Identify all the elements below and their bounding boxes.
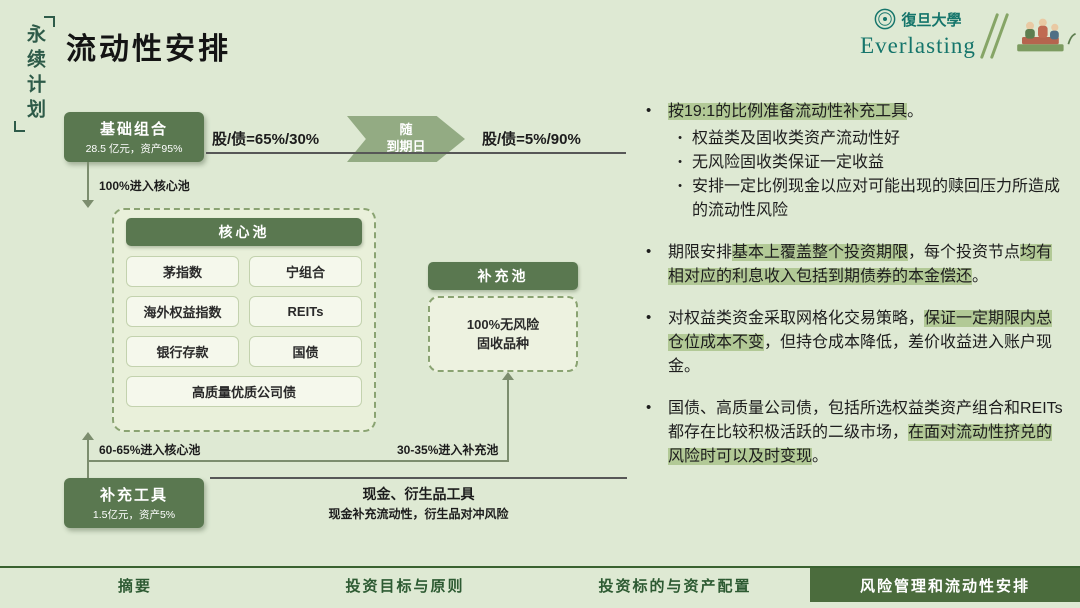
university-name: 復旦大學 (901, 12, 962, 29)
tab-targets-allocation[interactable]: 投资标的与资产配置 (598, 577, 752, 595)
core-pool-item: 茅指数 (126, 256, 239, 287)
vertical-plan-title: 永续计划 (14, 16, 55, 132)
ratio-before-label: 股/债=65%/30% (212, 131, 320, 148)
bullet-text: 对权益类资金采取网格化交易策略，保证一定期限内总仓位成本不变，但持仓成本降低，差… (668, 310, 1053, 375)
bullet-sublist: • 权益类及固收类资产流动性好 • 无风险固收类保证一定收益 • 安排一定比例现… (668, 127, 1068, 223)
decorative-slashes-icon (979, 12, 1010, 62)
arrow-up-icon (82, 432, 94, 440)
flow-underline (206, 152, 626, 154)
bullet-dot: • (646, 309, 652, 326)
brand-name: Everlasting (860, 33, 976, 58)
sub-bullet-text: 安排一定比例现金以应对可能出现的赎回压力所造成的流动性风险 (692, 178, 1061, 219)
sub-bullet-dot: • (678, 180, 682, 192)
cash-tools-title: 现金、衍生品工具 (362, 486, 475, 502)
vertical-plan-title-text: 永续计划 (24, 24, 45, 124)
page-title: 流动性安排 (66, 33, 231, 66)
bullet-item: • 国债、高质量公司债，包括所选权益类资产组合和REITs 都存在比较积极活跃的… (646, 397, 1068, 469)
supplement-pool-content: 100%无风险 固收品种 (428, 296, 578, 372)
supplement-tool-subtitle: 1.5亿元，资产5% (92, 509, 176, 521)
bullet-text: 国债、高质量公司债，包括所选权益类资产组合和REITs 都存在比较积极活跃的二级… (668, 400, 1063, 465)
bullet-item: • 期限安排基本上覆盖整个投资期限，每个投资节点均有相对应的利息收入包括到期债券… (646, 241, 1068, 289)
label-30-35-to-supp: 30-35%进入补充池 (397, 443, 499, 457)
sub-bullet-item: • 权益类及固收类资产流动性好 (668, 127, 1068, 151)
bullet-item: • 对权益类资金采取网格化交易策略，保证一定期限内总仓位成本不变，但持仓成本降低… (646, 307, 1068, 379)
arrow-tool-to-core-line (87, 440, 89, 478)
bullet-segments: 按19:1的比例准备流动性补充工具。 (668, 103, 924, 120)
bullet-text: 按19:1的比例准备流动性补充工具。 • 权益类及固收类资产流动性好 • 无风险… (668, 100, 1068, 223)
sub-bullet-text: 权益类及固收类资产流动性好 (692, 130, 901, 147)
cash-tools-note: 现金补充流动性，衍生品对冲风险 (328, 507, 509, 521)
sub-bullet-dot: • (678, 156, 682, 168)
base-portfolio-subtitle: 28.5 亿元，资产95% (85, 143, 183, 155)
arrow-down-icon (82, 200, 94, 208)
maturity-chevron: 随 到期日 (347, 116, 465, 162)
arrow-base-to-core-line (87, 162, 89, 202)
arrow-tool-to-supp-vline (507, 380, 509, 462)
supplement-pool-title: 补充池 (428, 262, 578, 290)
tab-investment-objectives[interactable]: 投资目标与原则 (345, 577, 465, 595)
brand-block: 復旦大學 Everlasting (856, 8, 980, 59)
sub-bullet-dot: • (678, 132, 682, 144)
tab-risk-liquidity[interactable]: 风险管理和流动性安排 (810, 568, 1080, 602)
bullet-dot: • (646, 243, 652, 260)
arrow-up-icon (502, 372, 514, 380)
base-portfolio-title: 基础组合 (99, 121, 168, 138)
sub-bullet-item: • 无风险固收类保证一定收益 (668, 151, 1068, 175)
label-60-65-to-core: 60-65%进入核心池 (99, 443, 201, 457)
core-pool-item: 银行存款 (126, 336, 239, 367)
ratio-after-label: 股/债=5%/90% (482, 131, 581, 148)
bullet-dot: • (646, 102, 652, 119)
bullet-text: 期限安排基本上覆盖整个投资期限，每个投资节点均有相对应的利息收入包括到期债券的本… (668, 244, 1053, 285)
notes-panel: • 按19:1的比例准备流动性补充工具。 • 权益类及固收类资产流动性好 • 无… (646, 100, 1068, 487)
core-pool-item: 国债 (249, 336, 362, 367)
cash-section-divider (210, 477, 627, 479)
university-row: 復旦大學 (856, 8, 980, 30)
supplement-tool-box: 补充工具 1.5亿元，资产5% (64, 478, 204, 528)
label-100-to-core: 100%进入核心池 (99, 179, 190, 193)
decorative-illustration (1017, 18, 1076, 52)
supplement-tool-title: 补充工具 (99, 487, 168, 504)
core-pool-grid: 茅指数 宁组合 海外权益指数 REITs 银行存款 国债 高质量优质公司债 (126, 256, 362, 407)
maturity-chevron-label: 随 到期日 (386, 122, 426, 154)
core-pool-container: 核心池 茅指数 宁组合 海外权益指数 REITs 银行存款 国债 高质量优质公司… (112, 208, 376, 432)
sub-bullet-text: 无风险固收类保证一定收益 (692, 154, 885, 171)
core-pool-item: 海外权益指数 (126, 296, 239, 327)
base-portfolio-box: 基础组合 28.5 亿元，资产95% (64, 112, 204, 162)
tab-summary[interactable]: 摘要 (117, 577, 152, 595)
bullet-item: • 按19:1的比例准备流动性补充工具。 • 权益类及固收类资产流动性好 • 无… (646, 100, 1068, 223)
section-nav: 摘要 投资目标与原则 投资标的与资产配置 风险管理和流动性安排 (0, 566, 1080, 602)
fudan-logo-icon (875, 8, 896, 30)
core-pool-item: 高质量优质公司债 (126, 376, 362, 407)
arrow-tool-to-supp-hline (88, 460, 509, 462)
core-pool-item: 宁组合 (249, 256, 362, 287)
bullet-dot: • (646, 399, 652, 416)
core-pool-title: 核心池 (126, 218, 362, 246)
sub-bullet-item: • 安排一定比例现金以应对可能出现的赎回压力所造成的流动性风险 (668, 175, 1068, 223)
core-pool-item: REITs (249, 296, 362, 327)
